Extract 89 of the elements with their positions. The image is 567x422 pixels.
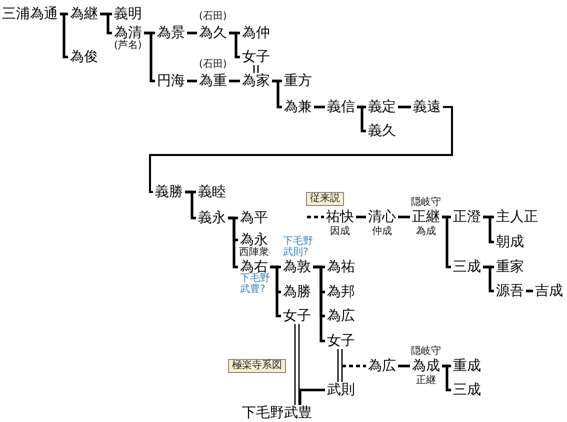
connector-line (398, 106, 411, 108)
person-name: 重方 (282, 73, 314, 89)
person-name: 武則 (325, 382, 357, 398)
person-name: 女子 (281, 308, 313, 324)
connector-line (298, 388, 325, 405)
connector-line (185, 190, 196, 220)
connector-line (60, 12, 68, 58)
person-name: 義信 (325, 99, 357, 115)
person-name: 為久 (197, 25, 229, 41)
annotation: 因成 (330, 227, 350, 237)
connector-line (398, 364, 410, 368)
person-name: 為重 (197, 73, 229, 89)
person-name: 為広 (325, 308, 357, 324)
person-name: 為成 (410, 358, 442, 374)
annotation: 仲成 (372, 227, 392, 237)
person-name: 三浦為通 (0, 6, 60, 22)
connector-line (442, 364, 451, 392)
connector-line (314, 106, 325, 108)
person-name: 重家 (494, 259, 526, 275)
person-name: 下毛野武豊 (240, 405, 314, 421)
person-name: 為祐 (325, 259, 357, 275)
person-name: 義遠 (411, 99, 443, 115)
annotation: 為成 (416, 227, 436, 237)
annotation: 隠岐守 (411, 347, 441, 357)
dashed-line (307, 216, 324, 218)
person-name: 円海 (155, 73, 187, 89)
person-name: 祐快 (324, 209, 356, 225)
connector-line (228, 216, 238, 268)
person-name: 為家 (240, 73, 272, 89)
connector-line (483, 266, 494, 292)
connector-line (483, 216, 494, 244)
person-name: 朝成 (494, 234, 526, 250)
person-name: 為兼 (282, 99, 314, 115)
double-line (294, 323, 300, 406)
connector-line (149, 106, 453, 193)
person-name: 為景 (155, 25, 187, 41)
connector-line (229, 80, 240, 82)
connector-line (187, 32, 197, 34)
connector-line (442, 216, 451, 268)
person-name: 為広 (366, 358, 398, 374)
person-name: 正継 (410, 209, 442, 225)
person-name: 為継 (68, 6, 100, 22)
connector-line (526, 290, 533, 292)
connector-line (313, 266, 325, 342)
person-name: 為平 (238, 210, 270, 226)
connector-line (144, 32, 155, 82)
double-line (337, 348, 343, 383)
person-name: 義明 (112, 6, 144, 22)
connector-line (100, 12, 112, 34)
person-name: 女子 (325, 333, 357, 349)
person-name: 為邦 (325, 284, 357, 300)
person-name: 為仲 (240, 25, 272, 41)
double-line (253, 64, 259, 74)
connector-line (398, 216, 410, 218)
connector-line (357, 106, 366, 132)
person-name: 為永 (238, 232, 270, 248)
person-name: 三成 (451, 382, 483, 398)
person-name: 為勝 (281, 284, 313, 300)
annotation: 西陣衆 (239, 248, 269, 258)
note-box: 従来説 (306, 192, 344, 206)
annotation: (芦名) (114, 41, 142, 51)
person-name: 三成 (451, 259, 483, 275)
person-name: 吉成 (533, 283, 565, 299)
person-name: 為清 (112, 25, 144, 41)
person-name: 義勝 (153, 184, 185, 200)
person-name: 源吾 (494, 283, 526, 299)
person-name: 義久 (366, 123, 398, 139)
annotation: (石田) (199, 12, 227, 22)
person-name: 清心 (366, 209, 398, 225)
person-name: 義睦 (196, 184, 228, 200)
annotation: (石田) (199, 60, 227, 70)
person-name: 為敦 (281, 259, 313, 275)
person-name: 主人正 (494, 209, 540, 225)
annotation: 隠岐守 (411, 198, 441, 208)
person-name: 女子 (240, 49, 272, 65)
connector-line (270, 266, 281, 318)
note-box: 極楽寺系図 (228, 359, 286, 373)
connector-line (356, 216, 366, 218)
annotation: 正継 (416, 376, 436, 386)
person-name: 義定 (366, 99, 398, 115)
connector-line (272, 80, 282, 108)
person-name: 為俊 (68, 49, 100, 65)
person-name: 義永 (196, 210, 228, 226)
annotation: 下毛野武則? (283, 236, 314, 258)
annotation: 下毛野武豊? (240, 273, 271, 295)
connector-line (187, 80, 197, 82)
person-name: 正澄 (451, 209, 483, 225)
person-name: 重成 (451, 358, 483, 374)
connector-line (229, 32, 240, 58)
